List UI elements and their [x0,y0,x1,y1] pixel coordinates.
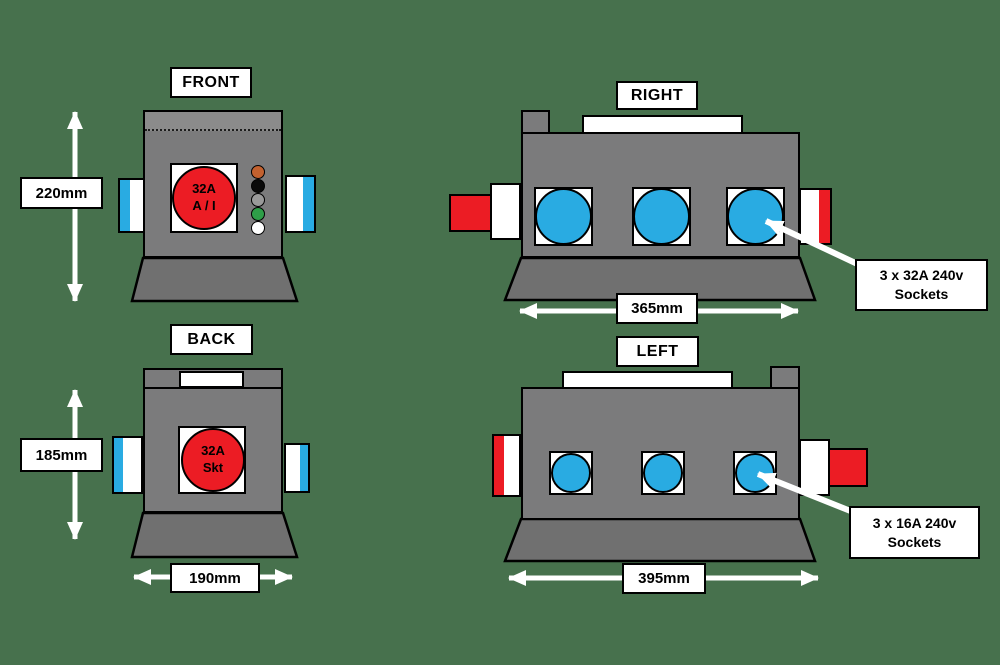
left-socket-1 [551,453,591,493]
back-base-trapezoid [130,511,299,559]
left-view-label: LEFT [616,336,699,367]
back-width-dimension-label: 190mm [170,563,260,593]
back-socket-label-line1: 32A [201,443,225,459]
front-left-connector-body [130,180,143,231]
left-left-connector-body [504,436,519,495]
front-height-dimension-label: 220mm [20,177,103,209]
right-right-connector-red-stripe [819,190,830,243]
front-socket-label-line2: A / I [192,198,216,213]
back-left-connector-body [123,438,141,492]
front-right-connector-body [287,177,303,231]
back-handle [179,371,244,388]
left-socket-2 [643,453,683,493]
indicator-dot-black-icon [251,179,265,193]
left-annotation-line1: 3 x 16A 240v [872,514,957,531]
front-left-connector-blue-stripe [120,180,130,231]
front-main-socket: 32A A / I [172,166,236,230]
right-annotation-line2: Sockets [894,286,949,302]
front-socket-label-line1: 32A [192,181,216,197]
right-left-connector-body [490,183,521,240]
left-annotation-pointer-arrow [756,471,860,517]
right-socket-2 [633,188,690,245]
left-left-connector [492,434,521,497]
front-right-connector-blue-stripe [303,177,314,231]
back-view-label: BACK [170,324,253,355]
back-right-connector-blue-stripe [300,445,308,491]
indicator-dot-orange-icon [251,165,265,179]
right-sockets-annotation: 3 x 32A 240v Sockets [855,259,988,311]
front-right-connector [285,175,316,233]
right-base-trapezoid [503,256,817,302]
back-height-dimension-label: 185mm [20,438,103,472]
indicator-dot-green-icon [251,207,265,221]
back-right-connector-body [286,445,300,491]
right-annotation-line1: 3 x 32A 240v [879,267,964,284]
right-width-dimension-label: 365mm [616,293,698,324]
front-view-label: FRONT [170,67,252,98]
left-base-trapezoid [503,517,817,563]
front-left-connector [118,178,145,233]
right-socket-1 [535,188,592,245]
back-left-connector [112,436,143,494]
right-left-connector-red-plug [449,194,494,232]
indicator-dot-white-icon [251,221,265,235]
back-right-connector [284,443,310,493]
right-annotation-pointer-arrow [764,218,868,271]
front-lid-band [145,112,281,131]
left-top-tab [770,366,800,390]
right-view-label: RIGHT [616,81,698,110]
back-socket-label-line2: Skt [202,460,224,475]
back-main-socket: 32A Skt [181,428,245,492]
right-socket-3 [727,188,784,245]
left-annotation-line2: Sockets [887,533,942,550]
back-left-connector-blue-stripe [114,438,123,492]
front-base-trapezoid [130,256,299,303]
right-right-connector [799,188,832,245]
left-width-dimension-label: 395mm [622,563,706,594]
left-right-connector-red-plug [828,448,868,487]
left-sockets-annotation: 3 x 16A 240v Sockets [849,506,980,559]
indicator-dot-gray-icon [251,193,265,207]
right-right-connector-body [801,190,819,243]
left-left-connector-red-stripe [494,436,504,495]
